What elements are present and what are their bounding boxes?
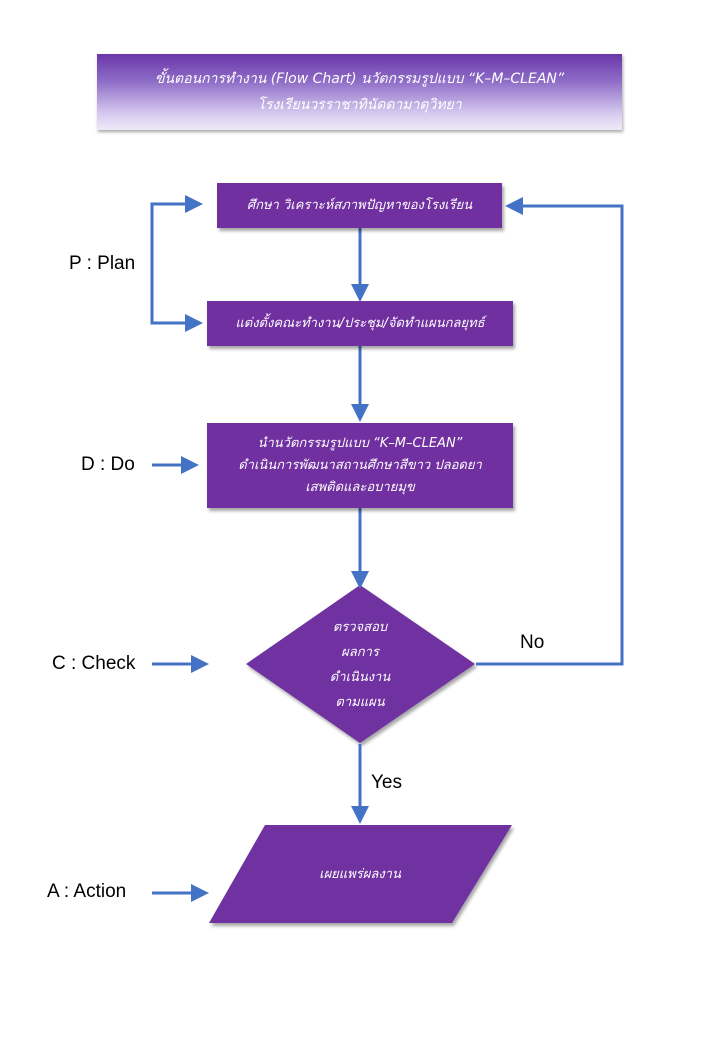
title-line-2: โรงเรียนวรราชาทินัดดามาตุวิทยา bbox=[257, 97, 462, 113]
appoint-step-text: แต่งตั้งคณะทำงาน/ประชุม/จัดทำแผนกลยุทธ์ bbox=[235, 315, 485, 331]
implement-step-line-2: ดำเนินการพัฒนาสถานศึกษาสีขาว ปลอดยา bbox=[238, 457, 482, 473]
publish-step-text: เผยแพร่ผลงาน bbox=[319, 866, 401, 882]
no-branch-label: No bbox=[520, 632, 545, 653]
appoint-step-box: แต่งตั้งคณะทำงาน/ประชุม/จัดทำแผนกลยุทธ์ bbox=[207, 301, 513, 346]
yes-branch-label: Yes bbox=[371, 772, 402, 793]
no-loop-arrow bbox=[476, 197, 624, 666]
implement-step-line-1: นำนวัตกรรมรูปแบบ “K–M–CLEAN” bbox=[257, 435, 463, 451]
study-step-box: ศึกษา วิเคราะห์สภาพปัญหาของโรงเรียน bbox=[217, 183, 502, 228]
title-banner: ขั้นตอนการทำงาน (Flow Chart) นวัตกรรมรูป… bbox=[97, 54, 622, 130]
check-line-4: ตามแผน bbox=[335, 695, 385, 710]
check-line-1: ตรวจสอบ bbox=[332, 620, 388, 635]
do-label: D : Do bbox=[81, 454, 135, 475]
publish-parallelogram bbox=[209, 825, 512, 923]
check-line-3: ดำเนินงาน bbox=[329, 670, 391, 685]
check-label: C : Check bbox=[52, 653, 136, 674]
plan-bracket-arrow bbox=[150, 202, 203, 332]
plan-label: P : Plan bbox=[69, 253, 136, 274]
check-step-text: ตรวจสอบ ผลการ ดำเนินงาน ตามแผน bbox=[290, 615, 430, 715]
check-diamond bbox=[246, 585, 475, 743]
implement-step-line-3: เสพติดและอบายมุข bbox=[305, 479, 415, 495]
action-label: A : Action bbox=[47, 881, 127, 902]
check-line-2: ผลการ bbox=[341, 645, 379, 660]
implement-step-box: นำนวัตกรรมรูปแบบ “K–M–CLEAN” ดำเนินการพั… bbox=[207, 423, 513, 508]
title-line-1: ขั้นตอนการทำงาน (Flow Chart) นวัตกรรมรูป… bbox=[154, 71, 565, 87]
study-step-text: ศึกษา วิเคราะห์สภาพปัญหาของโรงเรียน bbox=[246, 197, 473, 213]
